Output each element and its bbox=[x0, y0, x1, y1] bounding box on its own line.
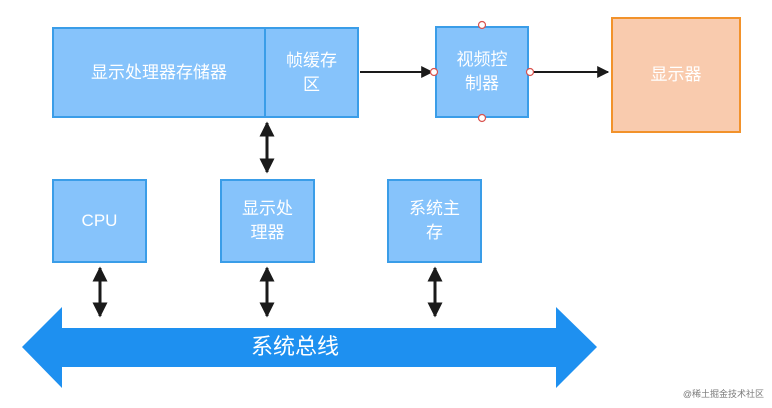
cpu-box: CPU bbox=[52, 179, 147, 263]
system-memory-label: 系统主 存 bbox=[409, 199, 460, 242]
handle-right bbox=[525, 67, 535, 77]
frame-buffer-box: 帧缓存 区 bbox=[264, 27, 359, 118]
display-label: 显示器 bbox=[650, 65, 702, 84]
handle-top bbox=[477, 20, 487, 30]
system-bus-label: 系统总线 bbox=[250, 334, 339, 359]
frame-buffer-label: 帧缓存 区 bbox=[286, 50, 337, 94]
display-processor-memory-box: 显示处理器存储器 bbox=[52, 27, 266, 118]
system-bus-arrow bbox=[22, 307, 597, 388]
handle-bottom bbox=[477, 113, 487, 123]
video-controller-label: 视频控 制器 bbox=[456, 50, 508, 93]
display-processor-box: 显示处 理器 bbox=[220, 179, 315, 263]
watermark: @稀土掘金技术社区 bbox=[682, 389, 764, 399]
handle-left bbox=[429, 67, 439, 77]
display-processor-label: 显示处 理器 bbox=[242, 199, 293, 242]
system-memory-box: 系统主 存 bbox=[387, 179, 482, 263]
display-processor-memory-label: 显示处理器存储器 bbox=[91, 62, 227, 82]
display-box: 显示器 bbox=[611, 17, 741, 133]
cpu-label: CPU bbox=[81, 211, 118, 230]
